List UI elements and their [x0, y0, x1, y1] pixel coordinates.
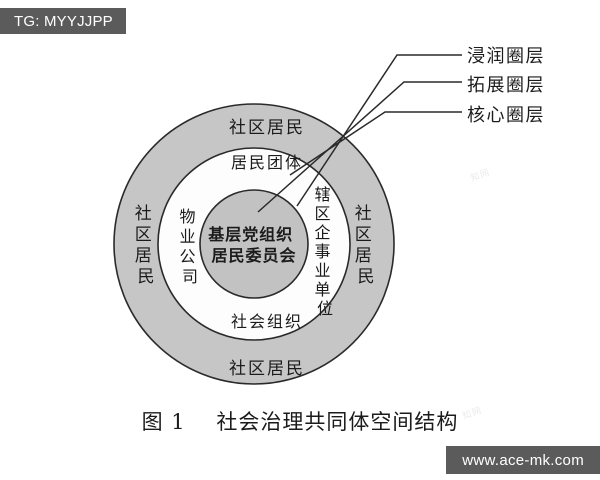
- layer-core-circle: [199, 189, 309, 299]
- telegram-handle-badge: TG: MYYJJPP: [0, 8, 126, 34]
- callout-line-core: [296, 54, 462, 207]
- callout-label-expansion: 拓展圈层: [467, 75, 545, 96]
- core-label: 基层党组织 居民委员会: [207, 225, 300, 265]
- ring-middle-bottom-label: 社会组织: [231, 312, 303, 331]
- ring-outer-left-label: 社 区 居 民: [135, 204, 157, 287]
- callout-line-expansion: [257, 81, 462, 213]
- figure-caption: 图 1 社会治理共同体空间结构: [141, 410, 459, 434]
- website-url-badge: www.ace-mk.com: [446, 446, 600, 474]
- callout-label-infiltration: 浸润圈层: [467, 46, 545, 67]
- ring-middle-left-label: 物 业 公 司: [179, 207, 200, 286]
- ring-middle-right-label: 辖 区 企 事 业 单 位: [314, 185, 335, 318]
- ring-outer-bottom-label: 社区居民: [229, 359, 305, 379]
- ring-outer-top-label: 社区居民: [229, 118, 305, 138]
- callout-label-core: 核心圈层: [467, 105, 545, 126]
- ring-outer-right-label: 社 区 居 民: [355, 204, 377, 287]
- ring-middle-top-label: 居民团体: [231, 153, 303, 172]
- callout-line-infiltration: [289, 111, 462, 176]
